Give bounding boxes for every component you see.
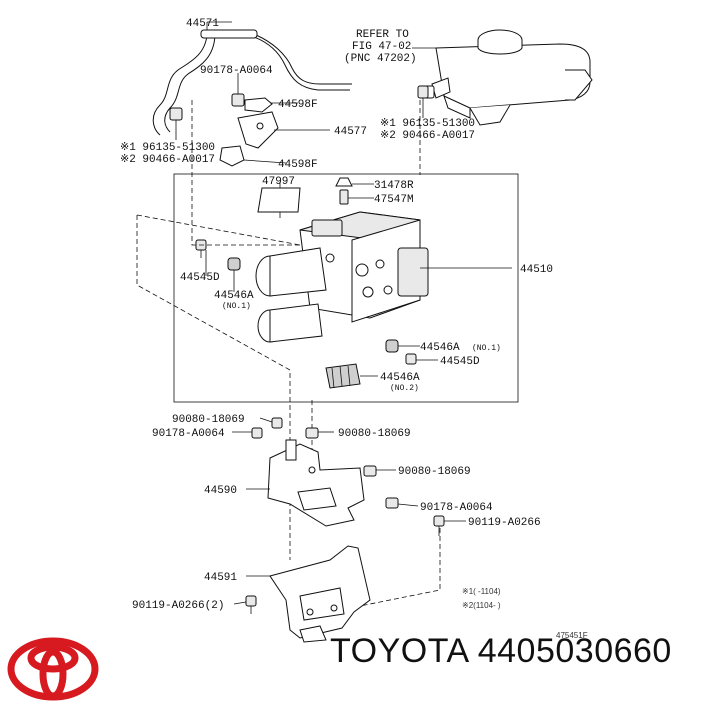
- label-bracket-lower: 44598F: [278, 159, 318, 171]
- reservoir-tank: [423, 29, 593, 126]
- label-bracket-upper: 44598F: [278, 99, 318, 111]
- cushion-no2: [325, 363, 361, 389]
- label-hose: 44571: [186, 18, 219, 30]
- bracket-sub: [269, 545, 371, 643]
- part-number: 4405030660: [477, 632, 672, 670]
- label-cushion-right: 44546A: [420, 342, 460, 354]
- label-cushion-left: 44546A: [214, 290, 254, 302]
- label-bolt-left: 44545D: [180, 272, 220, 284]
- label-cushion-right-note: (NO.1): [472, 344, 501, 353]
- label-actuator: 44510: [520, 264, 553, 276]
- label-clip-right-1: ※1 96135-51300: [380, 118, 475, 130]
- actuator-frame: [173, 173, 519, 403]
- label-bolt-f: 90119-A0266: [468, 517, 541, 529]
- cushion-left: [227, 257, 241, 271]
- label-bolt-a: 90080-18069: [172, 414, 245, 426]
- bolt-right: [405, 353, 417, 365]
- label-clip-left-2: ※2 90466-A0017: [120, 154, 215, 166]
- bracket-main: [267, 439, 365, 527]
- hose-clip-right: [417, 85, 429, 118]
- bolt-f: [433, 515, 445, 536]
- hose-clip-left: [169, 107, 183, 140]
- label-bleeder-cap: 31478R: [374, 180, 414, 192]
- label-cushion-left-note: (NO.1): [222, 302, 251, 311]
- bolt-d: [363, 465, 377, 477]
- bleeder-cap: [335, 177, 353, 205]
- label-bracket-assy: 44577: [334, 126, 367, 138]
- label-bolt-e: 90178-A0064: [420, 502, 493, 514]
- label-bleeder-plug: 47547M: [374, 194, 414, 206]
- bolt-left: [195, 239, 207, 258]
- bolt-a: [271, 417, 283, 429]
- figure-code: 475451F: [556, 631, 588, 640]
- label-bolt-d: 90080-18069: [398, 466, 471, 478]
- label-bolt-b: 90178-A0064: [152, 428, 225, 440]
- abs-actuator: [255, 211, 429, 343]
- label-bracket-sub: 44591: [204, 572, 237, 584]
- cushion-right: [385, 339, 399, 353]
- legend-item-2: ※2(1104- ): [462, 601, 501, 610]
- brand-name: TOYOTA: [330, 632, 468, 670]
- label-bolt-c: 90080-18069: [338, 428, 411, 440]
- brand-caption: TOYOTA 4405030660: [330, 632, 720, 688]
- label-bolt-g: 90119-A0266(2): [132, 600, 224, 612]
- label-bracket-main: 44590: [204, 485, 237, 497]
- label-clip-right-2: ※2 90466-A0017: [380, 130, 475, 142]
- label-cushion-no2: 44546A: [380, 372, 420, 384]
- label-cushion-no2-note: (NO.2): [390, 384, 419, 393]
- label-ref-note-3: (PNC 47202): [344, 53, 417, 65]
- hose-bracket-assembly: [219, 93, 279, 167]
- leader-lines: [205, 21, 512, 605]
- legend-item-1: ※1( -1104): [462, 587, 501, 596]
- label-plate: [257, 187, 301, 218]
- bolt-g: [245, 595, 257, 614]
- label-ref-note-2: FIG 47-02: [352, 41, 411, 53]
- toyota-logo-icon: [7, 637, 99, 701]
- label-label-plate: 47997: [262, 176, 295, 188]
- label-clip-left-1: ※1 96135-51300: [120, 142, 215, 154]
- bolt-e: [385, 497, 399, 509]
- bolt-c: [305, 427, 319, 439]
- label-ref-note-1: REFER TO: [356, 29, 409, 41]
- bolt-b: [251, 427, 263, 439]
- label-bolt-right: 44545D: [440, 356, 480, 368]
- label-clamp-bolt-top: 90178-A0064: [200, 65, 273, 77]
